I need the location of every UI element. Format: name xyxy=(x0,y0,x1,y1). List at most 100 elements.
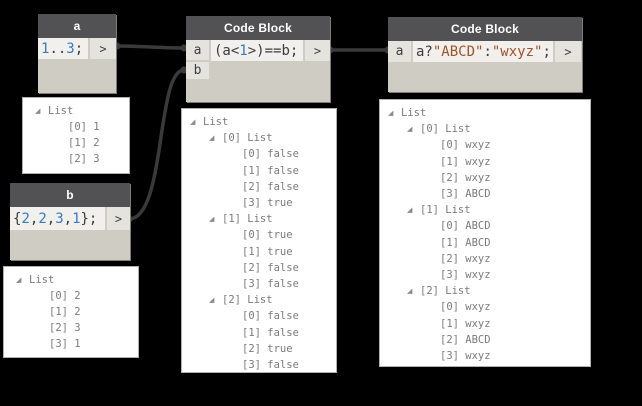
node-a-code[interactable]: 1..3; xyxy=(38,38,88,59)
preview-item-label: [3] false xyxy=(242,277,299,290)
preview-row: [2] true xyxy=(182,341,336,357)
collapse-triangle-icon[interactable]: ◢ xyxy=(190,117,196,126)
preview-item-label: [3] wxyz xyxy=(440,349,491,362)
preview-item-label: [1] false xyxy=(242,164,299,177)
wire-node-b-to-codeblock[interactable] xyxy=(125,66,188,223)
preview-row: ◢ List xyxy=(380,105,590,121)
preview-row: [2] 3 xyxy=(23,151,129,167)
collapse-triangle-icon[interactable]: ◢ xyxy=(407,286,413,295)
preview-row: ◢ [2] List xyxy=(380,283,590,299)
preview-row: [0] false xyxy=(182,146,336,162)
preview-item-label: [0] true xyxy=(242,229,293,242)
collapse-triangle-icon[interactable]: ◢ xyxy=(388,108,394,117)
collapse-triangle-icon[interactable]: ◢ xyxy=(209,133,215,142)
preview-item-label: [2] List xyxy=(222,294,273,307)
preview-row: [0] 2 xyxy=(4,288,138,304)
preview-row: [1] ABCD xyxy=(380,235,590,251)
code-token: 1 xyxy=(72,210,81,227)
node-b-output-port[interactable]: > xyxy=(107,207,130,230)
collapse-triangle-icon[interactable]: ◢ xyxy=(209,295,215,304)
code-token: { xyxy=(13,210,22,227)
preview-row: [1] 2 xyxy=(4,304,138,320)
preview-item-label: [0] List xyxy=(420,123,471,136)
code-token: a? xyxy=(416,43,433,60)
preview-row: ◢List xyxy=(4,272,138,288)
wire-node-a-to-codeblock[interactable] xyxy=(113,42,188,52)
preview-row: ◢ List xyxy=(23,103,129,119)
code-block-node-right[interactable]: Code Block a a?"ABCD":"wxyz"; > xyxy=(388,17,582,92)
preview-row: ◢ [0] List xyxy=(182,130,336,146)
preview-code-block: ◢List◢[0] List[0] false[1] false[2] fals… xyxy=(181,108,337,373)
node-a-title[interactable]: a xyxy=(38,14,116,38)
input-port-b[interactable]: b xyxy=(186,62,209,79)
preview-item-label: [3] false xyxy=(242,358,299,371)
code-block2-output-port[interactable]: > xyxy=(555,41,581,62)
node-a-output-port[interactable]: > xyxy=(90,38,116,59)
preview-item-label: [0] 1 xyxy=(68,121,100,133)
preview-item-label: [2] 3 xyxy=(68,153,100,165)
preview-node-a: ◢ List [0] 1 [1] 2 [2] 3 xyxy=(22,97,130,174)
code-token: 1 xyxy=(41,40,50,57)
preview-item-label: List xyxy=(48,105,74,117)
preview-row: [1] 2 xyxy=(23,135,129,151)
node-b-code[interactable]: {2,2,3,1}; xyxy=(10,207,105,230)
collapse-triangle-icon[interactable]: ◢ xyxy=(16,275,22,284)
preview-row: [1] false xyxy=(182,324,336,340)
preview-row: ◢List xyxy=(182,114,336,130)
code-block-node-b[interactable]: b {2,2,3,1}; > xyxy=(10,183,130,260)
preview-item-label: [2] ABCD xyxy=(440,333,491,346)
collapse-triangle-icon[interactable]: ◢ xyxy=(209,214,215,223)
preview-row: [1] wxyz xyxy=(380,154,590,170)
preview-item-label: [0] 2 xyxy=(49,290,81,302)
preview-row: [3] wxyz xyxy=(380,348,590,364)
input-port-a2[interactable]: a xyxy=(388,41,411,62)
code-block-code[interactable]: (a<1>)==b; xyxy=(211,40,303,61)
preview-item-label: [1] 2 xyxy=(49,306,81,318)
preview-row: [0] ABCD xyxy=(380,218,590,234)
preview-row: [1] wxyz xyxy=(380,315,590,331)
code-block2-title[interactable]: Code Block xyxy=(388,17,582,41)
wire-codeblock-to-codeblock2[interactable] xyxy=(326,46,392,54)
preview-item-label: [2] List xyxy=(420,285,471,298)
node-b-title[interactable]: b xyxy=(10,183,130,207)
code-token: , xyxy=(46,210,56,227)
preview-row: [1] true xyxy=(182,244,336,260)
preview-row: [3] ABCD xyxy=(380,186,590,202)
code-block-node-center[interactable]: Code Block a b (a<1>)==b; > xyxy=(186,16,330,102)
code-token: 3 xyxy=(66,40,75,57)
code-block-title[interactable]: Code Block xyxy=(186,16,330,40)
preview-item-label: [0] false xyxy=(242,310,299,323)
input-port-a[interactable]: a xyxy=(186,40,209,60)
preview-item-label: [2] false xyxy=(242,180,299,193)
preview-item-label: [1] 2 xyxy=(68,137,100,149)
preview-item-label: [3] ABCD xyxy=(440,188,491,201)
preview-item-label: [2] false xyxy=(242,261,299,274)
preview-node-b: ◢List[0] 2[1] 2[2] 3[3] 1 xyxy=(3,266,139,358)
preview-item-label: [1] wxyz xyxy=(440,317,491,330)
code-token: .. xyxy=(49,40,67,57)
preview-item-label: [0] List xyxy=(222,132,273,145)
preview-item-label: [1] false xyxy=(242,326,299,339)
preview-item-label: [2] 3 xyxy=(49,322,81,334)
preview-item-label: [0] false xyxy=(242,148,299,161)
preview-item-label: [1] wxyz xyxy=(440,155,491,168)
preview-row: [0] false xyxy=(182,308,336,324)
code-block-node-a[interactable]: a 1..3; > xyxy=(38,14,116,93)
preview-item-label: [3] wxyz xyxy=(440,268,491,281)
preview-item-label: List xyxy=(401,107,427,120)
preview-row: [3] false xyxy=(182,357,336,372)
code-token: , xyxy=(63,210,73,227)
code-block-output-port[interactable]: > xyxy=(305,40,330,61)
preview-item-label: [1] List xyxy=(222,213,273,226)
code-token: 2 xyxy=(38,210,47,227)
code-token: , xyxy=(29,210,39,227)
code-token: 1 xyxy=(239,42,248,59)
code-token: : xyxy=(483,43,492,60)
code-block2-code[interactable]: a?"ABCD":"wxyz"; xyxy=(413,41,553,62)
collapse-triangle-icon[interactable]: ◢ xyxy=(407,205,413,214)
preview-row: ◢[1] List xyxy=(380,202,590,218)
collapse-triangle-icon[interactable]: ◢ xyxy=(35,106,41,115)
collapse-triangle-icon[interactable]: ◢ xyxy=(407,124,413,133)
preview-row: [2] false xyxy=(182,260,336,276)
